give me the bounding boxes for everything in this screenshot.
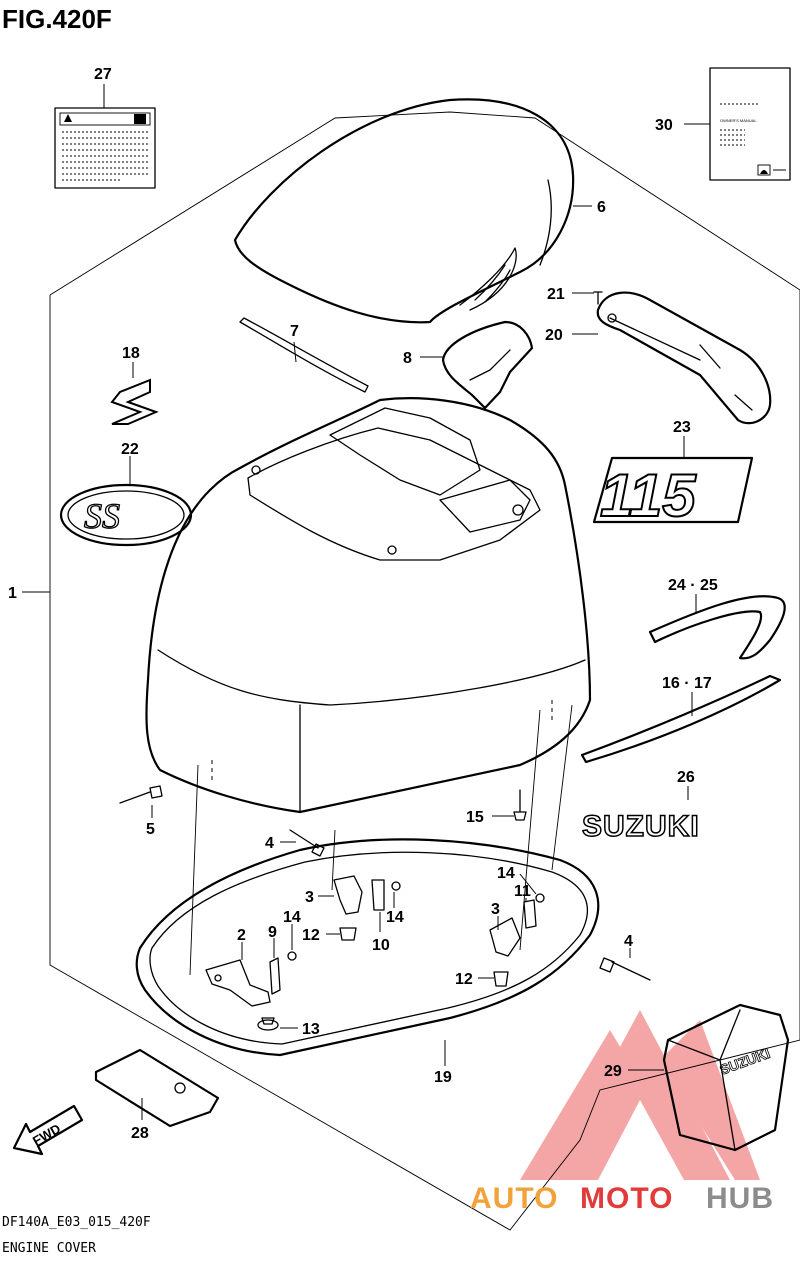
grommet-13 (257, 1017, 298, 1031)
callout-23: 23 (673, 419, 691, 436)
callout-1: 1 (8, 585, 17, 602)
watermark-moto: MOTO (580, 1182, 673, 1215)
model-decal-23: 115 (592, 436, 754, 530)
callout-9: 9 (268, 924, 277, 941)
latch-3-left (318, 875, 363, 915)
seal-19 (135, 838, 600, 1066)
callout-30: 30 (655, 117, 673, 134)
fwd-text: FWD (30, 1121, 63, 1149)
callout-20: 20 (545, 327, 563, 344)
callout-13: 13 (302, 1021, 320, 1038)
fwd-arrow: FWD (12, 1104, 84, 1156)
trim-strip-7 (239, 317, 369, 393)
exploded-view-frame (49, 111, 800, 1231)
stripe-decal-24-25 (648, 594, 786, 660)
callout-7: 7 (290, 323, 299, 340)
bracket-cover-8 (420, 320, 534, 410)
pin-4-left (280, 829, 325, 857)
callout-labels: 1 2 3 3 4 4 5 6 7 8 9 10 11 12 12 13 14 … (8, 66, 718, 1142)
figure-title: FIG.420F (2, 4, 112, 34)
s-emblem-18 (110, 362, 159, 425)
bracket-9 (269, 938, 281, 995)
grommet-12-right (478, 971, 509, 987)
screw-21 (572, 291, 603, 305)
engine-cover-1 (22, 397, 592, 814)
callout-27: 27 (94, 66, 112, 83)
suzuki-word: SUZUKI (582, 810, 700, 843)
callout-3-right: 3 (491, 901, 500, 918)
watermark-auto: AUTO (470, 1182, 558, 1215)
callout-19: 19 (434, 1069, 452, 1086)
callout-2: 2 (237, 927, 246, 944)
screw-14-left (287, 924, 297, 961)
svg-text:SS: SS (84, 496, 120, 536)
tool-bag-28 (94, 1048, 220, 1128)
watermark-logo (520, 1010, 760, 1180)
callout-5: 5 (146, 821, 155, 838)
top-cover-6 (233, 98, 592, 324)
cover-brand-text: SUZUKI (718, 1045, 772, 1078)
latch-3-right (489, 916, 521, 957)
callout-26: 26 (677, 769, 695, 786)
watermark-text: AUTO MOTO HUB (470, 1182, 774, 1215)
callout-8: 8 (403, 350, 412, 367)
screw-14-right (519, 873, 545, 903)
callout-10: 10 (372, 937, 390, 954)
callout-14-right: 14 (497, 865, 515, 882)
callout-11: 11 (514, 883, 531, 900)
callout-6: 6 (597, 199, 606, 216)
watermark-hub: HUB (706, 1182, 774, 1215)
pin-5 (119, 785, 163, 818)
screw-15 (492, 789, 527, 821)
alignment-lines (189, 700, 573, 976)
model-number-text: 115 (600, 462, 697, 529)
suzuki-decal-26: SUZUKI (581, 786, 700, 844)
warning-label-27 (54, 84, 156, 189)
callout-14-left: 14 (283, 909, 301, 926)
callout-22: 22 (121, 441, 139, 458)
latch-2 (205, 942, 271, 1007)
manual-heading: OWNER'S MANUAL (720, 118, 757, 123)
callout-16-17: 16 · 17 (662, 675, 712, 692)
grommet-12-left (326, 927, 357, 941)
callout-4-right: 4 (624, 933, 633, 950)
callout-29: 29 (604, 1063, 622, 1080)
figure-code: DF140A_E03_015_420F (2, 1215, 151, 1230)
callout-18: 18 (122, 345, 140, 362)
ss-oval-decal-22: SS (59, 456, 193, 547)
pin-4-right (599, 948, 651, 981)
figure-name: ENGINE COVER (2, 1241, 96, 1256)
callout-28: 28 (131, 1125, 149, 1142)
callout-12-left: 12 (302, 927, 320, 944)
stripe-decal-16-17 (580, 674, 782, 764)
handle-20 (572, 291, 772, 425)
clip-10 (371, 879, 401, 932)
callout-15: 15 (466, 809, 484, 826)
callout-14-mid: 14 (386, 909, 404, 926)
callout-4-left: 4 (265, 835, 274, 852)
clip-11 (523, 898, 537, 929)
callout-24-25: 24 · 25 (668, 577, 718, 594)
callout-3-left: 3 (305, 889, 314, 906)
callout-21: 21 (547, 286, 565, 303)
owners-manual-30: OWNER'S MANUAL (684, 67, 791, 181)
callout-12-right: 12 (455, 971, 473, 988)
